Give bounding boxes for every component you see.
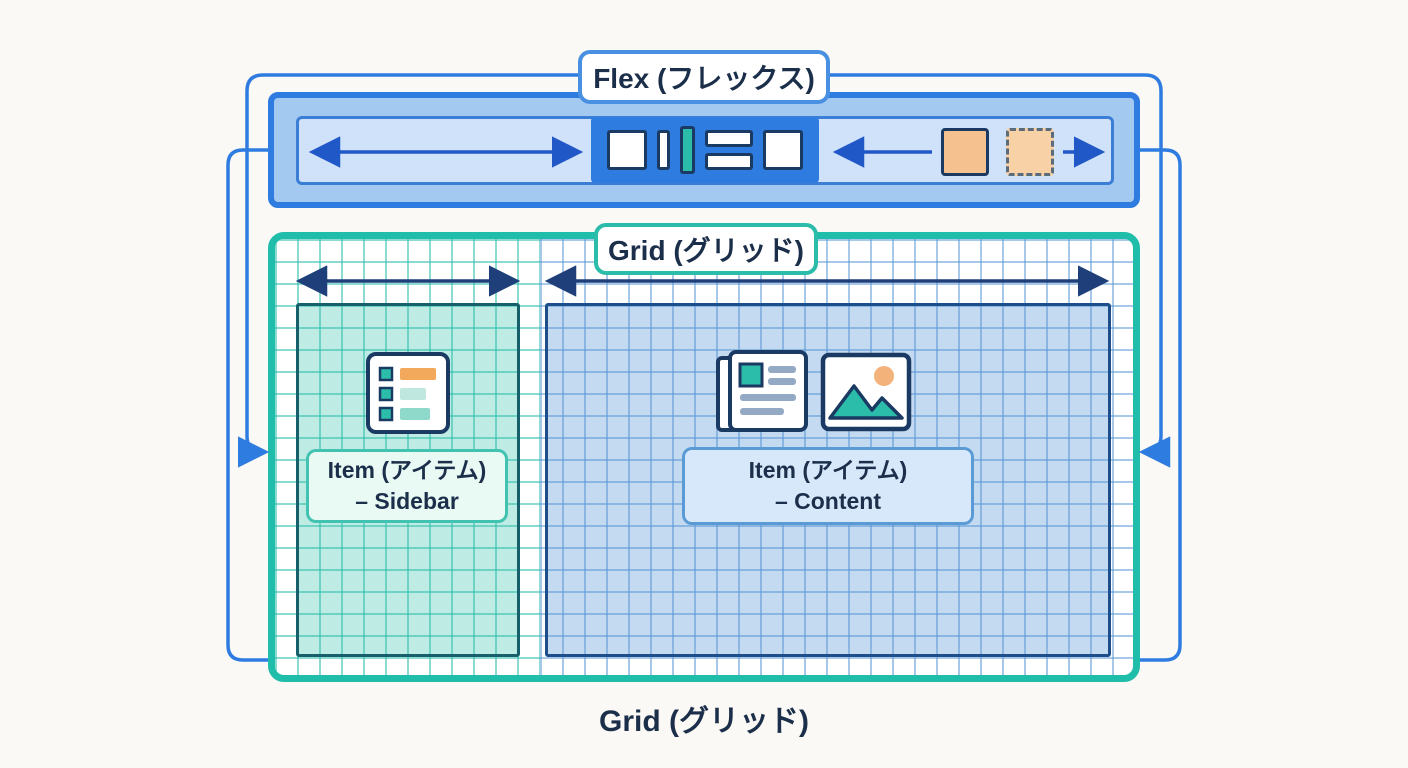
flex-title-text: Flex (フレックス) xyxy=(593,63,815,94)
flex-title-label: Flex (フレックス) xyxy=(578,50,830,104)
document-icon xyxy=(716,350,808,432)
grid-container: Item (アイテム) – Sidebar Item (アイテム) – Cont… xyxy=(268,232,1140,682)
list-icon xyxy=(366,352,450,434)
sidebar-item-label-line2: – Sidebar xyxy=(355,488,459,514)
sidebar-item-label-line1: Item (アイテム) xyxy=(327,456,487,483)
flex-item-dashed-orange-square xyxy=(1006,128,1054,176)
sidebar-item-label: Item (アイテム) – Sidebar xyxy=(306,449,508,523)
flex-item-square-1 xyxy=(607,130,647,170)
flex-item-square-2 xyxy=(763,130,803,170)
flex-item-solid-orange-square xyxy=(941,128,989,176)
grid-title-text: Grid (グリッド) xyxy=(608,235,804,266)
content-item-label-line1: Item (アイテム) xyxy=(748,456,908,483)
flex-item-stacked-bars xyxy=(705,130,753,170)
content-item-label: Item (アイテム) – Content xyxy=(682,447,974,525)
flex-item-teal-bar xyxy=(680,126,695,174)
grid-bottom-caption: Grid (グリッド) xyxy=(599,705,809,738)
grid-title-label: Grid (グリッド) xyxy=(594,223,818,275)
flex-stacked-bar-bottom xyxy=(705,153,753,170)
image-icon xyxy=(820,352,912,432)
bracket-left-outer xyxy=(226,148,268,662)
content-item-label-line2: – Content xyxy=(774,488,882,514)
flex-stacked-bar-top xyxy=(705,130,753,147)
flex-items-group xyxy=(591,117,819,183)
flex-item-thin xyxy=(657,130,670,170)
bracket-right-outer xyxy=(1140,148,1182,662)
